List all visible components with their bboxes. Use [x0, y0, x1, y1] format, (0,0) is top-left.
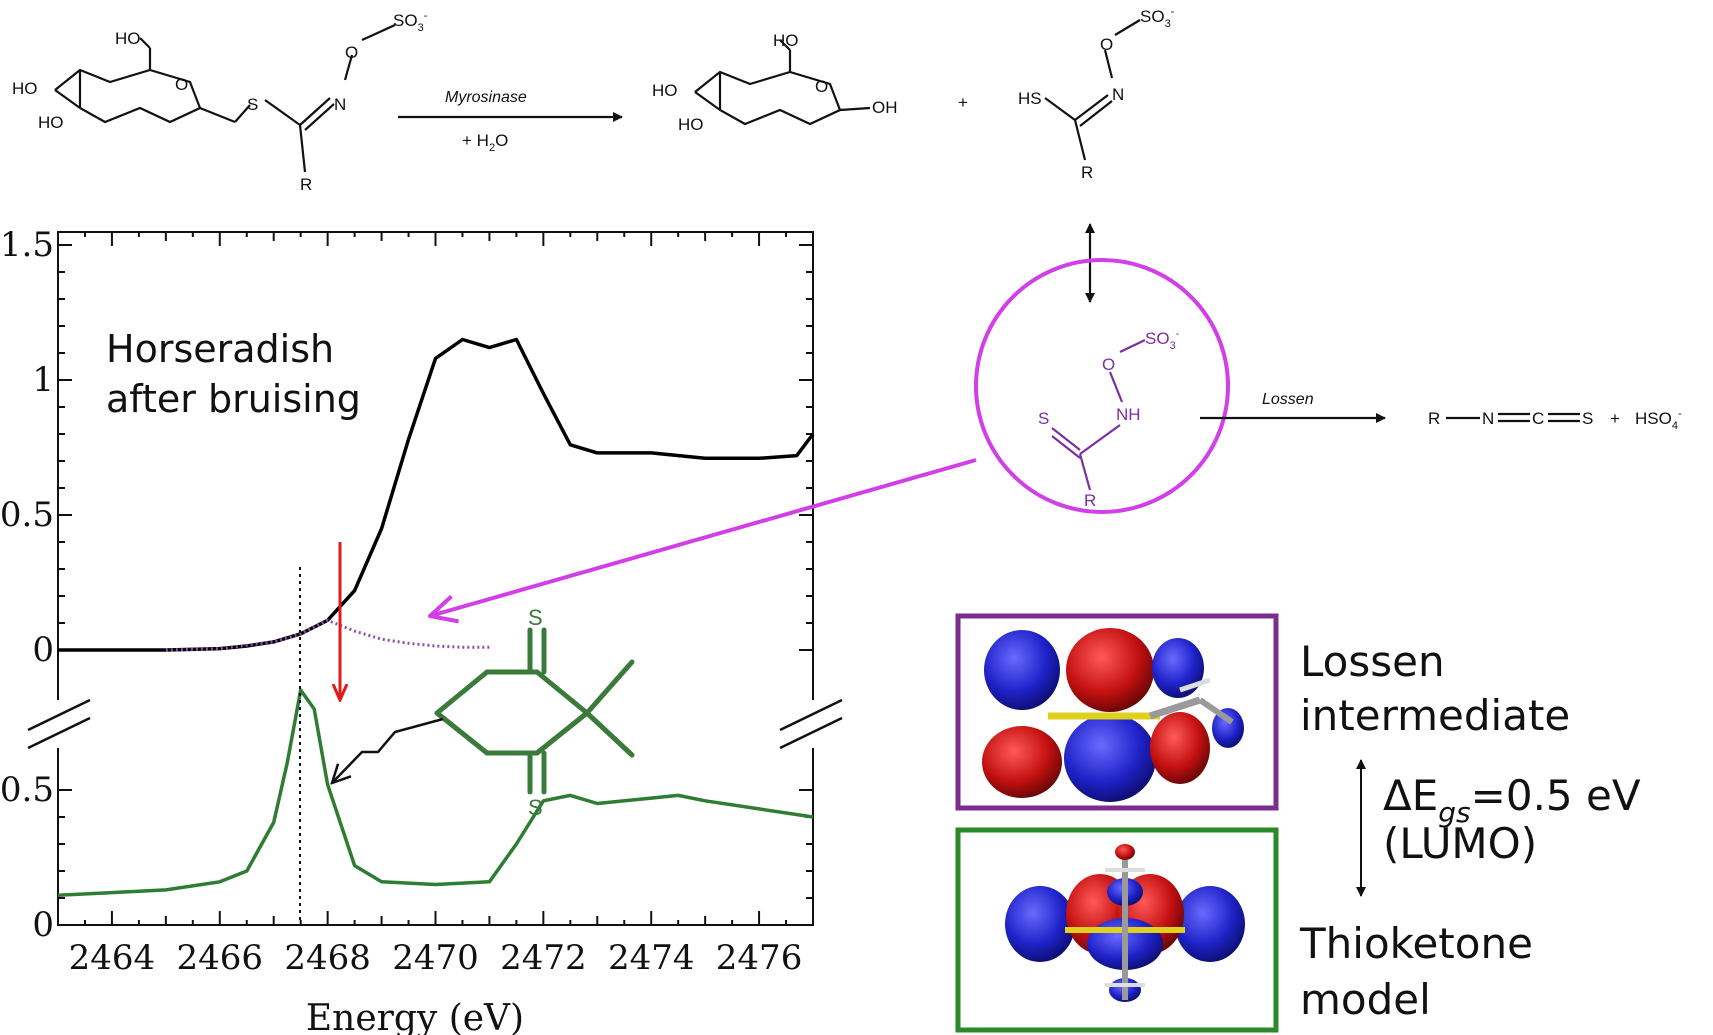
- y-tick-label: 0.5: [0, 770, 54, 810]
- glucose-ho-label: HO: [652, 81, 678, 100]
- side-labels: Lossen intermediate ΔEgs=0.5 eV (LUMO) T…: [1299, 637, 1641, 1024]
- x-axis: 2464 2466 2468 2470 2472 2474 2476: [57, 232, 814, 978]
- aglycone-nitrogen: N: [1112, 85, 1124, 104]
- reactant-sulfonate: SO3-: [393, 10, 428, 34]
- product-c: C: [1532, 409, 1544, 428]
- lossen-label-line-2: intermediate: [1300, 691, 1570, 740]
- thioketone-sulfur-top: S: [528, 605, 543, 630]
- x-tick-label: 2476: [716, 938, 803, 978]
- lossen-r-group: R: [1084, 491, 1096, 510]
- reaction-scheme: HO HO HO O S N O SO3- R Myrosinase + H2O…: [12, 6, 1682, 514]
- lossen-oxygen: O: [1102, 355, 1115, 374]
- reactant-sulfur: S: [247, 95, 258, 114]
- x-tick-label: 2464: [69, 938, 156, 978]
- glucose-structure: HO HO HO O OH: [652, 31, 898, 134]
- annotation-line-1: Horseradish: [106, 327, 334, 371]
- reactant-ring-oxygen: O: [175, 75, 188, 94]
- y-tick-label: 1.5: [0, 225, 54, 265]
- x-axis-title: Energy (eV): [306, 998, 524, 1035]
- thioketone-orbital-image: [955, 827, 1279, 1033]
- lossen-nh-label: NH: [1116, 405, 1141, 424]
- lossen-rearrangement-label: Lossen: [1262, 391, 1314, 408]
- y-tick-label: 0: [32, 630, 54, 670]
- lossen-orbital-image: [955, 613, 1279, 811]
- series-lossen-preedge-component: [165, 618, 490, 652]
- series-horseradish-spectrum: [58, 337, 815, 652]
- enzyme-label: Myrosinase: [445, 89, 527, 106]
- aglycone-structure: HS N O SO3- R: [1018, 6, 1175, 182]
- xanes-spectrum-plot: 2464 2466 2468 2470 2472 2474 2476 0 0.5 1 1.5 0 0.…: [0, 225, 843, 1035]
- glucose-ring-oxygen: O: [815, 77, 828, 96]
- wavy-pointer-arrow: [332, 717, 444, 783]
- series-layer: [57, 337, 815, 898]
- y-tick-label: 0: [32, 905, 54, 945]
- aglycone-hs-label: HS: [1018, 89, 1042, 108]
- product-s: S: [1582, 409, 1593, 428]
- y-tick-label: 0.5: [0, 495, 54, 535]
- axis-break-left: [27, 698, 91, 750]
- annotation-line-2: after bruising: [106, 377, 361, 421]
- reactant-ho-label: HO: [12, 79, 38, 98]
- aglycone-oxygen: O: [1100, 35, 1113, 54]
- aglycone-sulfonate: SO3-: [1140, 6, 1175, 30]
- plus-sign: +: [1610, 409, 1620, 428]
- glucosinolate-structure: HO HO HO O S N O SO3- R: [12, 10, 428, 194]
- thioketone-label-line-1: Thioketone: [1299, 919, 1533, 968]
- y-tick-label: 1: [32, 360, 54, 400]
- series-thioketone-model-spectrum: [57, 688, 814, 898]
- lossen-intermediate-structure: S NH O SO3- R: [1038, 328, 1180, 510]
- myrosinase-arrow: Myrosinase + H2O: [398, 89, 623, 154]
- reactant-ho-label: HO: [38, 113, 64, 132]
- thioketone-sulfur-bottom: S: [528, 795, 543, 820]
- lossen-highlight-circle: [974, 258, 1230, 514]
- y-axis: 0 0.5 1 1.5 0 0.5: [0, 225, 813, 945]
- reactant-nitrogen: N: [334, 95, 346, 114]
- magenta-pointer-arrow: [430, 458, 977, 616]
- product-n: N: [1482, 409, 1494, 428]
- product-r: R: [1428, 409, 1440, 428]
- glucose-ho-label: HO: [773, 31, 799, 50]
- reactant-r-group: R: [300, 175, 312, 194]
- x-tick-label: 2472: [500, 938, 587, 978]
- lumo-label: (LUMO): [1383, 819, 1537, 868]
- glucose-oh-label: OH: [872, 98, 898, 117]
- aglycone-r-group: R: [1081, 163, 1093, 182]
- x-tick-label: 2468: [284, 938, 371, 978]
- reactant-oxygen: O: [345, 43, 358, 62]
- isothiocyanate-product: R N C S + HSO4-: [1428, 408, 1682, 432]
- hydrogen-sulfate: HSO4-: [1635, 408, 1682, 432]
- reactant-ho-label: HO: [115, 29, 141, 48]
- axis-break-right: [779, 698, 843, 750]
- energy-gap-label: ΔEgs=0.5 eV: [1383, 771, 1641, 829]
- plus-sign: +: [958, 93, 968, 112]
- lossen-label-line-1: Lossen: [1300, 637, 1445, 686]
- glucose-ho-label: HO: [678, 115, 704, 134]
- x-tick-label: 2470: [392, 938, 479, 978]
- lossen-sulfur: S: [1038, 409, 1049, 428]
- water-label: + H2O: [462, 131, 508, 154]
- thioketone-label-line-2: model: [1300, 975, 1431, 1024]
- x-tick-label: 2466: [177, 938, 264, 978]
- lossen-sulfonate: SO3-: [1145, 328, 1180, 352]
- x-tick-label: 2474: [608, 938, 695, 978]
- thioketone-structure: S S: [434, 605, 635, 820]
